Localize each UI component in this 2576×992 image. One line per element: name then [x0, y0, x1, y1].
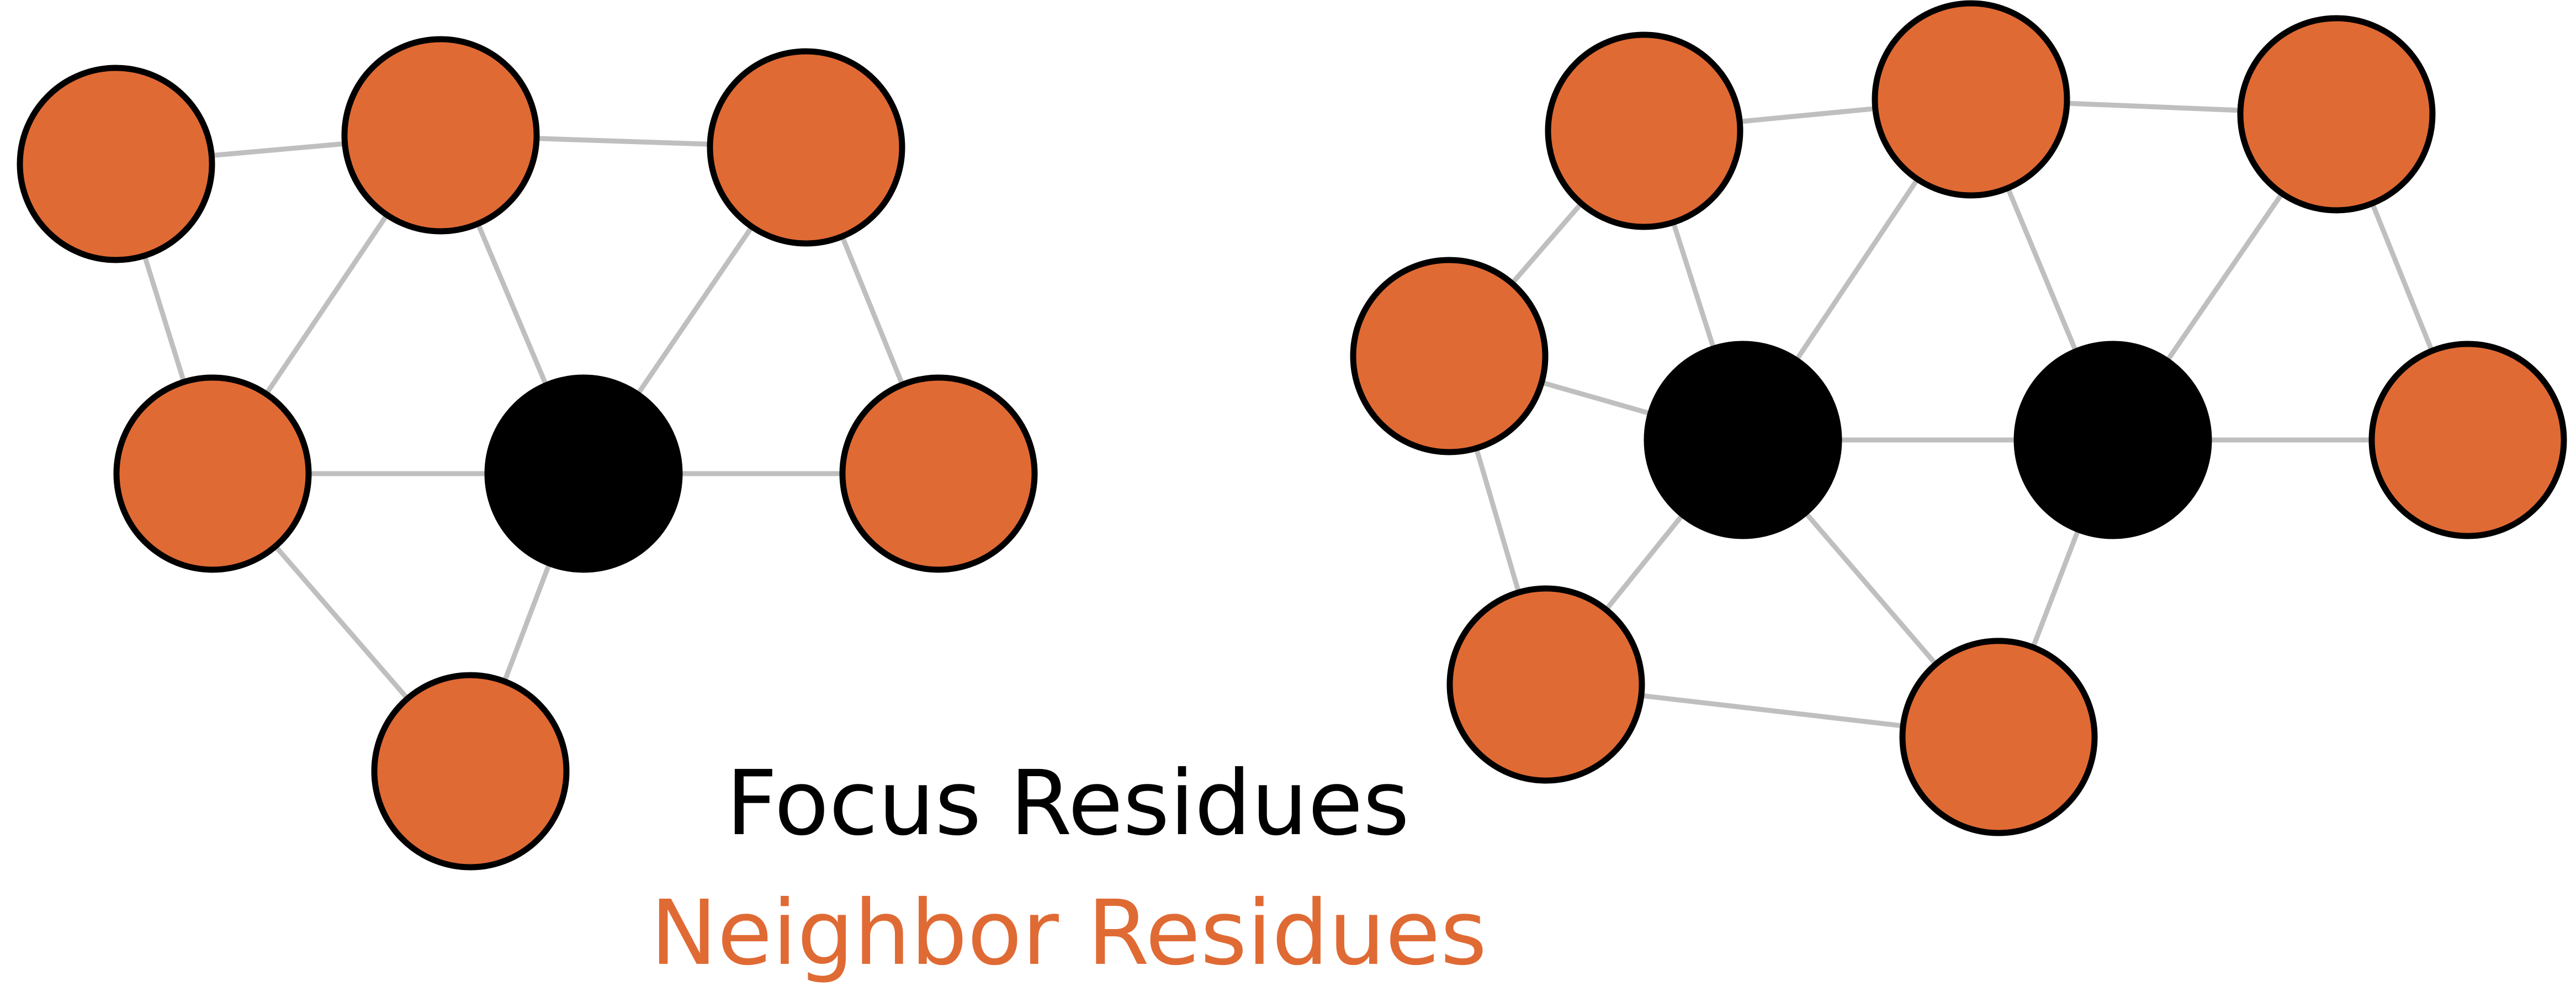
neighbor-residue-node [1899, 638, 2098, 836]
neighbor-residue-node [2237, 15, 2436, 214]
right-graph [1350, 0, 2567, 836]
focus-residues-legend-label: Focus Residues [726, 752, 1410, 856]
neighbor-residue-node [1872, 0, 2070, 199]
neighbor-residue-node [1545, 31, 1743, 230]
neighbor-residue-node [371, 672, 570, 871]
focus-residue-node [1644, 341, 1842, 539]
right-graph-nodes [1350, 0, 2567, 836]
neighbor-residue-node [113, 374, 312, 573]
neighbor-residue-node [341, 36, 540, 235]
neighbor-residue-node [707, 48, 905, 247]
focus-residue-node [2013, 341, 2212, 539]
left-graph-nodes [17, 36, 1038, 871]
neighbor-residue-node [2368, 341, 2567, 539]
neighbor-residue-node [1350, 257, 1549, 455]
neighbor-residue-node [839, 374, 1038, 573]
neighbor-residue-node [1446, 585, 1645, 784]
neighbor-residues-legend-label: Neighbor Residues [650, 882, 1487, 985]
focus-residue-node [484, 374, 683, 573]
neighbor-residue-node [17, 65, 215, 263]
left-graph [17, 36, 1038, 871]
